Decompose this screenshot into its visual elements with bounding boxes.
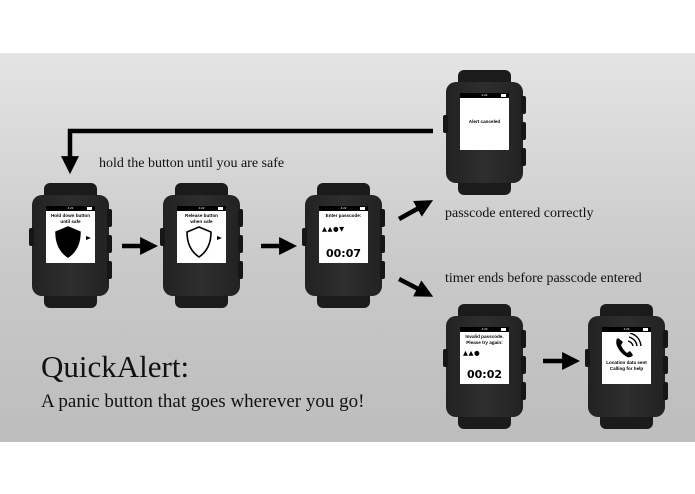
clock: 4:24: [481, 93, 488, 97]
caption-hold: hold the button until you are safe: [99, 156, 285, 171]
app-subtitle: A panic button that goes wherever you go…: [41, 391, 365, 412]
caption-correct: passcode entered correctly: [445, 206, 594, 221]
screen-message: Release button when safe: [185, 213, 218, 224]
caption-timer-ends: timer ends before passcode entered: [445, 271, 642, 286]
passcode-symbols: ▲▲●▼: [322, 225, 345, 233]
return-arrow: [61, 128, 433, 175]
passcode-symbols: ▲▲●: [463, 349, 481, 357]
screen-message: Invalid passcode. Please try again:: [465, 334, 504, 345]
watch-canceled: 4:24 Alert canceled: [443, 70, 526, 195]
watch-release: 4:22 Release button when safe: [160, 183, 243, 308]
watch-screen: 4:22 Enter passcode: ▲▲●▼ 00:07: [319, 206, 368, 263]
watch-screen: 4:23 Location data sent Calling for help: [602, 327, 651, 384]
app-title: QuickAlert:: [41, 349, 190, 384]
arrow-passcode-to-invalid: [397, 277, 434, 297]
clock: 4:22: [340, 206, 347, 210]
watch-screen: 4:22 Release button when safe: [177, 206, 226, 263]
watch-hold: 4:21 Hold down button until safe: [29, 183, 112, 308]
countdown-timer: 00:07: [325, 247, 361, 260]
screen-message: Alert canceled: [468, 119, 501, 124]
watch-screen: 4:21 Hold down button until safe: [46, 206, 95, 263]
arrow-passcode-to-canceled: [397, 200, 434, 221]
watch-screen: 4:23 Invalid passcode. Please try again:…: [460, 327, 509, 384]
countdown-timer: 00:02: [466, 368, 502, 381]
clock: 4:22: [198, 206, 205, 210]
shield-filled-icon: [55, 226, 91, 258]
clock: 4:23: [623, 327, 630, 331]
phone-calling-icon: [616, 333, 642, 358]
clock: 4:21: [67, 206, 74, 210]
watch-sent: 4:23 Location data sent Calling for help: [585, 304, 668, 429]
screen-message: Location data sent Calling for help: [606, 360, 647, 371]
shield-outline-icon: [186, 226, 222, 258]
watch-passcode: 4:22 Enter passcode: ▲▲●▼ 00:07: [302, 183, 385, 308]
screen-message: Hold down button until safe: [50, 213, 91, 224]
clock: 4:23: [481, 327, 488, 331]
watch-invalid: 4:23 Invalid passcode. Please try again:…: [443, 304, 526, 429]
watch-screen: 4:24 Alert canceled: [460, 93, 509, 150]
screen-message: Enter passcode:: [325, 213, 362, 218]
